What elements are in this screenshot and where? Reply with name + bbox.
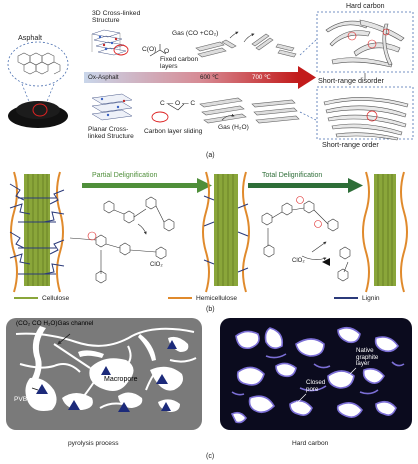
panel-a-tag: (a) bbox=[206, 152, 215, 159]
gas-channel-label: (CO₂ CO H₂O)Gas channel bbox=[16, 320, 94, 327]
closed-pore-pointer bbox=[295, 393, 307, 405]
lignin-structure-right bbox=[261, 196, 351, 282]
legend-hemicellulose: Hemicellulose bbox=[196, 295, 238, 302]
total-delignification-arrow bbox=[248, 178, 363, 193]
graphite-layer-pointer bbox=[345, 367, 357, 379]
carbon-layer-sliding-drawing bbox=[199, 97, 300, 124]
carbon-layer-cluster-top bbox=[195, 33, 297, 58]
highlight-circle bbox=[151, 111, 169, 123]
total-delignification-label: Total Delignification bbox=[262, 172, 323, 179]
crosslinked-3d-structure bbox=[91, 29, 127, 56]
legend-cellulose: Cellulose bbox=[42, 295, 70, 302]
temperature-arrow bbox=[84, 66, 316, 89]
layer-sliding-label: Carbon layer sliding bbox=[144, 128, 203, 135]
lignin-structure-left bbox=[69, 196, 175, 284]
ox-asphalt-label: Ox-Asphalt bbox=[88, 74, 119, 81]
panel-b-tag: (b) bbox=[206, 306, 215, 313]
c-o-label: C(O) bbox=[142, 46, 157, 53]
asphalt-label: Asphalt bbox=[18, 33, 42, 42]
short-range-order-box bbox=[316, 86, 414, 141]
gas-co-co2-label: Gas (CO +CO₂) bbox=[172, 30, 219, 37]
partial-delignification-label: Partial Delignification bbox=[92, 172, 158, 179]
clo2-left-label: ClO₂ bbox=[150, 262, 163, 268]
connector-lines bbox=[299, 39, 317, 121]
pyrolysis-panel bbox=[6, 318, 202, 430]
gas-channel-pointer bbox=[57, 333, 71, 345]
fixed-layers-label: Fixed carbon layers bbox=[160, 56, 199, 71]
hard-carbon-disorder-box bbox=[316, 11, 414, 73]
planar-crosslinked-structure bbox=[91, 93, 133, 121]
temp-700-label: 700 ℃ bbox=[252, 74, 271, 81]
co-bond-drawing bbox=[149, 44, 167, 57]
pyrolysis-label: pyrolysis process bbox=[68, 440, 119, 447]
temp-600-label: 600 ℃ bbox=[200, 74, 219, 81]
fiber-native bbox=[9, 171, 65, 293]
pvb-pointer bbox=[31, 387, 39, 391]
short-range-order-label: Short-range order bbox=[322, 140, 379, 149]
clo2-right-label: ClO₂ bbox=[292, 258, 305, 264]
structure-3d-label: 3D Cross-linked Structure bbox=[92, 10, 141, 25]
legend-lignin: Lignin bbox=[362, 295, 380, 302]
gas-release-arrows bbox=[229, 31, 255, 43]
hard-carbon-label: Hard carbon bbox=[346, 3, 385, 10]
asphalt-pile-image bbox=[8, 101, 68, 128]
highlight-circle bbox=[113, 44, 129, 56]
fiber-delignified bbox=[362, 171, 408, 293]
fiber-partial bbox=[202, 171, 250, 293]
asphalt-molecule-illustration bbox=[7, 41, 69, 105]
oxygen-label: O bbox=[164, 48, 170, 55]
planar-structure-label: Planar Cross- linked Structure bbox=[88, 126, 134, 141]
coc-label: C — O — C bbox=[160, 100, 196, 107]
closed-pore-label: Closed pore bbox=[306, 379, 326, 393]
native-graphite-label: Native graphite layer bbox=[356, 347, 379, 368]
gas-release-arrow bbox=[221, 113, 235, 121]
pvb-label: PVB bbox=[14, 396, 28, 403]
coc-bond-drawing bbox=[167, 103, 185, 111]
cleavage-arrowhead bbox=[322, 258, 330, 266]
hard-carbon-bottom-label: Hard carbon bbox=[292, 440, 329, 447]
short-range-disorder-label: Short-range disorder bbox=[318, 76, 384, 85]
macropore-label: Macropore bbox=[104, 376, 138, 383]
panel-c-tag: (c) bbox=[206, 453, 215, 460]
partial-delignification-arrow bbox=[82, 178, 212, 193]
hard-carbon-panel bbox=[220, 318, 412, 430]
gas-h2o-label: Gas (H₂O) bbox=[218, 124, 249, 131]
